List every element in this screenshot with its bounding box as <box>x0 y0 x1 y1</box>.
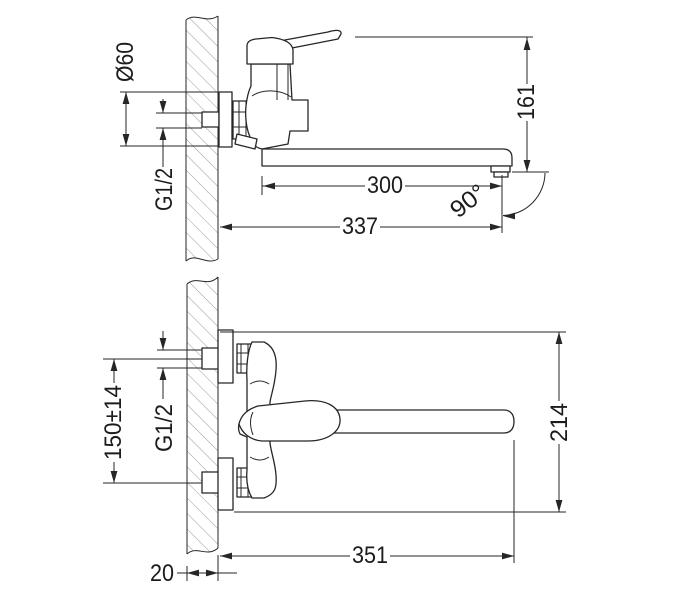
body-plan-detail <box>249 380 270 461</box>
dimension-arrows-lower <box>110 332 563 577</box>
lower-view-plan: 150±14 G1/2 214 351 20 <box>100 276 573 587</box>
escutcheon-top <box>217 329 234 384</box>
upper-view-side-elevation: Ø60 G1/2 161 300 90° 337 <box>112 15 549 262</box>
dim-label-total-337: 337 <box>342 213 378 240</box>
dim-label-height-161: 161 <box>513 84 540 120</box>
dim-label-length-351: 351 <box>352 542 388 569</box>
escutcheon-plate-side <box>218 91 233 148</box>
aerator <box>490 165 511 178</box>
dimension-arrows-upper <box>122 38 531 231</box>
lever-handle-plan <box>238 400 341 442</box>
dim-label-reach-300: 300 <box>367 172 403 199</box>
wall-break-line-bottom <box>186 547 219 555</box>
handle-plan-detail <box>250 411 254 436</box>
wall-section-lower <box>186 276 219 555</box>
connection-lower <box>201 457 253 511</box>
wall-section-upper <box>185 15 219 262</box>
escutcheon-bottom <box>217 457 234 511</box>
spout-arm-side <box>261 148 513 167</box>
dim-label-spacing-150: 150±14 <box>100 385 127 460</box>
spout-arm-plan <box>319 409 515 434</box>
dim-label-height-214: 214 <box>546 403 573 442</box>
wall-break-line-top <box>185 15 219 21</box>
diverter-knob <box>234 133 258 150</box>
body-detail-lines <box>251 64 292 100</box>
eccentric-pipe-top <box>201 347 220 370</box>
dimension-lines-upper <box>120 36 549 233</box>
dim-label-thread-upper: G1/2 <box>151 168 178 211</box>
eccentric-pipe-upper-view <box>201 111 220 128</box>
dim-label-thread-lower: G1/2 <box>151 404 178 452</box>
dim-label-offset-20: 20 <box>150 560 174 587</box>
handle-cap <box>246 36 294 65</box>
dim-label-diameter: Ø60 <box>112 42 139 82</box>
eccentric-pipe-bottom <box>201 471 220 494</box>
swivel-arc <box>502 172 546 216</box>
wall-break-line-top <box>186 276 219 285</box>
wall-break-line-bottom <box>185 257 219 262</box>
dimension-lines-lower <box>103 331 566 581</box>
faucet-body-side <box>244 63 309 150</box>
